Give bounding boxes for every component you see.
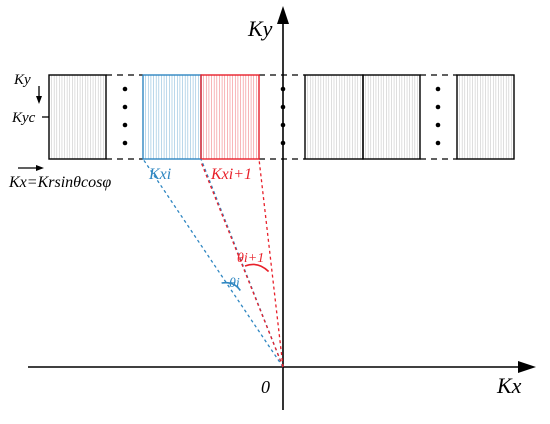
ellipsis-dots — [122, 86, 441, 146]
ky-axis-arrowhead — [277, 6, 289, 24]
block-4-border — [362, 74, 421, 160]
ky-axis-label: Ky — [247, 16, 273, 41]
kx-formula-arrowhead — [36, 165, 44, 171]
kxi-label: Kxi — [148, 166, 171, 183]
block-kxi1-border — [200, 74, 260, 160]
block-5-border — [456, 74, 515, 160]
block-4 — [362, 74, 421, 160]
block-5 — [456, 74, 515, 160]
ky-small-arrowhead — [36, 96, 42, 104]
ky-small-label: Ky — [13, 72, 31, 88]
kx-axis-arrowhead — [518, 361, 536, 373]
kyc-label: Kyc — [11, 110, 36, 126]
origin-label: 0 — [261, 377, 270, 397]
band-dashed-edges — [106, 74, 457, 160]
theta-i-label: θi — [229, 276, 240, 291]
kx-axis-label: Kx — [496, 373, 522, 398]
block-kxi — [142, 74, 202, 160]
theta-i-arc — [221, 281, 241, 291]
kxi1-label: Kxi+1 — [210, 166, 252, 183]
red-rays — [200, 158, 284, 368]
block-1 — [48, 74, 107, 160]
theta-i1-arc — [244, 263, 270, 273]
block-3 — [304, 74, 364, 160]
block-kxi1 — [200, 74, 260, 160]
theta-i1-label: θi+1 — [237, 251, 264, 266]
kx-formula-label: Kx=Krsinθcosφ — [8, 174, 111, 191]
